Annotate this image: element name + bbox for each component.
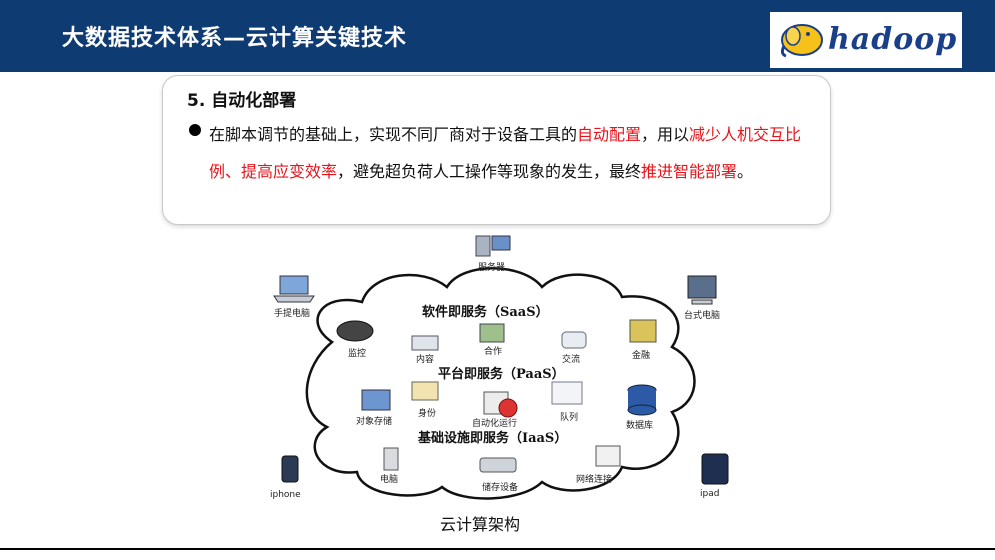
content-icon: 内容 <box>411 335 439 365</box>
bullet-icon <box>189 124 201 136</box>
queue-icon: 队列 <box>551 381 583 423</box>
page-title: 大数据技术体系—云计算关键技术 <box>62 26 408 51</box>
cloud-architecture-diagram: 服务器 手提电脑 台式电脑 iphone ipad 软件即服务（SaaS） 平台… <box>270 235 729 500</box>
laptop-icon: 手提电脑 <box>273 275 315 319</box>
object-storage-icon: 对象存储 <box>356 389 392 427</box>
layer-iaas: 基础设施即服务（IaaS） <box>417 430 567 446</box>
storage-device-icon: 储存设备 <box>479 457 518 493</box>
label-network: 网络连接 <box>576 473 612 485</box>
label-comm: 交流 <box>562 353 580 365</box>
header-bar: 大数据技术体系—云计算关键技术 hadoop <box>0 0 995 72</box>
label-finance: 金融 <box>632 349 650 361</box>
highlight-text: 推进智能部署 <box>641 162 738 181</box>
desktop-icon: 台式电脑 <box>684 275 720 321</box>
label-ipad: ipad <box>700 489 719 499</box>
hadoop-logo: hadoop <box>770 12 962 68</box>
label-content: 内容 <box>416 353 434 365</box>
iphone-icon: iphone <box>270 455 301 500</box>
highlight-text: 自动配置 <box>577 125 642 144</box>
monitor-icon: 监控 <box>336 320 374 359</box>
identity-icon: 身份 <box>411 381 439 419</box>
bullet-paragraph: 在脚本调节的基础上，实现不同厂商对于设备工具的自动配置，用以减少人机交互比例、提… <box>209 116 819 190</box>
highlight-text: 减少人机交互比例、提高应变效率 <box>209 125 802 181</box>
diagram-caption: 云计算架构 <box>440 515 521 534</box>
elephant-icon <box>780 24 823 58</box>
label-automation: 自动化运行 <box>472 417 517 429</box>
layer-saas: 软件即服务（SaaS） <box>422 304 549 320</box>
label-objstore: 对象存储 <box>356 415 392 427</box>
label-identity: 身份 <box>418 407 436 419</box>
text-segment: 在脚本调节的基础上，实现不同厂商对于设备工具的 <box>209 125 578 144</box>
ipad-icon: ipad <box>700 453 729 499</box>
logo-wordmark: hadoop <box>828 22 958 57</box>
network-icon: 网络连接 <box>576 445 621 485</box>
computer-icon: 电脑 <box>380 447 399 485</box>
section-heading: 5. 自动化部署 <box>187 91 297 111</box>
text-segment: ，用以 <box>641 125 690 144</box>
label-storage: 储存设备 <box>482 481 518 493</box>
label-collab: 合作 <box>484 345 502 357</box>
bottom-divider <box>0 548 995 550</box>
content-card: 5. 自动化部署 在脚本调节的基础上，实现不同厂商对于设备工具的自动配置，用以减… <box>162 75 831 225</box>
server-icon: 服务器 <box>475 235 511 273</box>
label-laptop: 手提电脑 <box>274 307 310 319</box>
text-segment: ，避免超负荷人工操作等现象的发生，最终 <box>337 162 642 181</box>
label-monitor: 监控 <box>348 347 366 359</box>
label-desktop: 台式电脑 <box>684 309 720 321</box>
label-iphone: iphone <box>270 490 301 500</box>
label-queue: 队列 <box>560 411 578 423</box>
communication-icon: 交流 <box>561 331 587 365</box>
text-segment: 。 <box>737 162 754 181</box>
finance-icon: 金融 <box>629 319 657 361</box>
label-database: 数据库 <box>626 419 653 431</box>
label-server: 服务器 <box>478 261 505 273</box>
database-icon: 数据库 <box>626 384 657 431</box>
layer-paas: 平台即服务（PaaS） <box>438 366 565 382</box>
collaboration-icon: 合作 <box>479 323 505 357</box>
automation-icon: 自动化运行 <box>472 391 518 429</box>
cloud-outline <box>305 267 696 500</box>
label-computer: 电脑 <box>380 473 398 485</box>
